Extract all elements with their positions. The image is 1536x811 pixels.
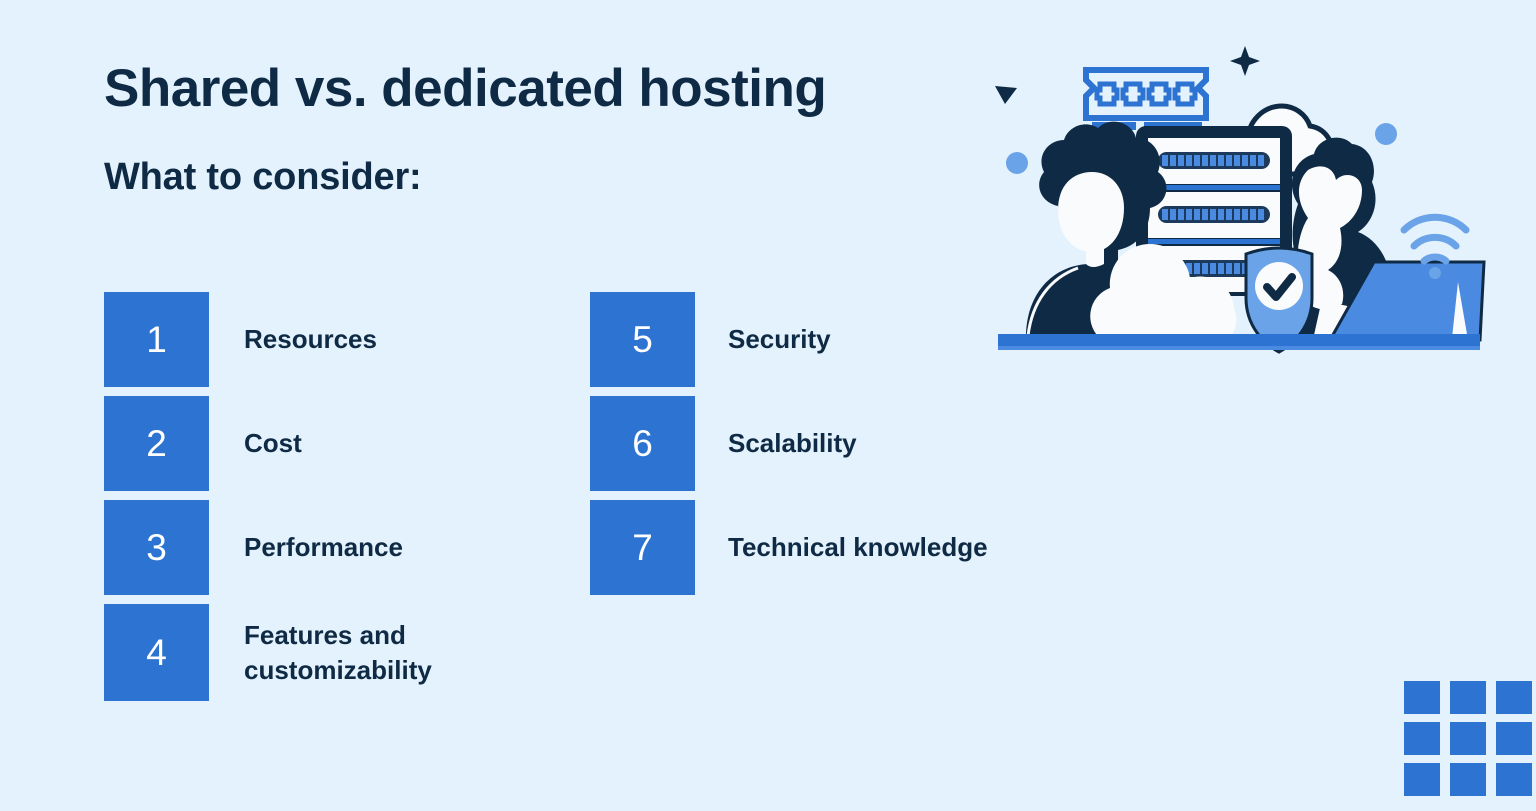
sparkle-icon <box>1230 46 1260 76</box>
grid-cell <box>1404 722 1440 755</box>
grid-cell <box>1496 681 1532 714</box>
item-label: Cost <box>244 428 302 459</box>
grid-cell <box>1496 722 1532 755</box>
item-number-badge: 2 <box>104 396 209 491</box>
list-item: 7 Technical knowledge <box>590 500 988 595</box>
grid-cell <box>1450 722 1486 755</box>
item-number-badge: 5 <box>590 292 695 387</box>
grid-decoration <box>1404 681 1532 796</box>
list-item: 6 Scalability <box>590 396 988 491</box>
consideration-list-right: 5 Security 6 Scalability 7 Technical kno… <box>590 292 988 604</box>
item-label: Features and customizability <box>244 619 432 685</box>
page-subtitle: What to consider: <box>104 156 422 198</box>
wifi-icon <box>1400 213 1470 279</box>
ram-stick-icon <box>1083 67 1209 130</box>
list-item: 2 Cost <box>104 396 432 491</box>
grid-cell <box>1496 763 1532 796</box>
list-item: 5 Security <box>590 292 988 387</box>
grid-cell <box>1450 763 1486 796</box>
consideration-list-left: 1 Resources 2 Cost 3 Performance 4 Featu… <box>104 292 432 710</box>
shield-check-icon <box>1244 246 1314 354</box>
item-number-badge: 4 <box>104 604 209 701</box>
triangle-icon <box>995 86 1017 104</box>
ground-bar <box>998 334 1480 350</box>
dot-decoration <box>1006 152 1028 174</box>
item-number-badge: 7 <box>590 500 695 595</box>
item-number-badge: 6 <box>590 396 695 491</box>
list-item: 3 Performance <box>104 500 432 595</box>
page-title: Shared vs. dedicated hosting <box>104 59 827 118</box>
grid-cell <box>1404 763 1440 796</box>
item-number-badge: 1 <box>104 292 209 387</box>
grid-cell <box>1450 681 1486 714</box>
list-item: 4 Features and customizability <box>104 604 432 701</box>
item-label: Performance <box>244 532 403 563</box>
list-item: 1 Resources <box>104 292 432 387</box>
item-number-badge: 3 <box>104 500 209 595</box>
item-label: Resources <box>244 324 377 355</box>
grid-cell <box>1404 681 1440 714</box>
cloud-shape <box>1090 243 1237 340</box>
item-label: Technical knowledge <box>728 532 988 563</box>
dot-decoration <box>1375 123 1397 145</box>
item-label: Security <box>728 324 831 355</box>
hosting-illustration <box>990 30 1490 355</box>
item-label: Scalability <box>728 428 857 459</box>
